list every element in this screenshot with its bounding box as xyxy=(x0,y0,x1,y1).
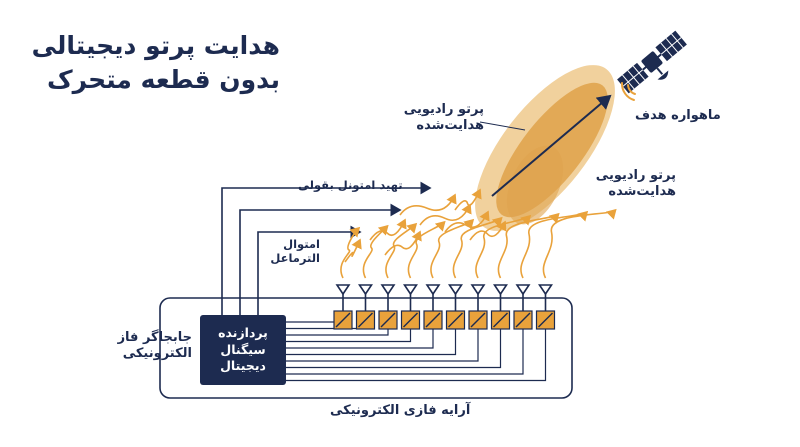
signal-paths xyxy=(221,181,432,315)
phased-array-label: آرایه فازی الکترونیکی xyxy=(330,403,471,418)
feed-line xyxy=(286,327,367,330)
constructive-interference-label: امتوال الترماعل xyxy=(268,237,320,266)
phase-shifter-element xyxy=(355,310,376,330)
phase-shifter-element xyxy=(535,310,556,330)
phase-shifter-element xyxy=(468,310,488,330)
feed-line xyxy=(286,329,389,336)
antenna-icon xyxy=(515,284,531,311)
wave-arrow xyxy=(469,220,507,241)
digital-signal-processor: پردازنده سیگنال دیجیتال xyxy=(200,315,286,385)
wave-arrow xyxy=(452,216,503,279)
wave-arrow xyxy=(419,203,472,226)
antenna-row xyxy=(335,284,553,311)
antenna-icon xyxy=(448,284,463,311)
wave-arrow xyxy=(384,230,422,256)
steered-beam-left-line-2: هدایت‌شده xyxy=(416,118,484,134)
signal-path-3 xyxy=(257,225,362,315)
satellite-icon xyxy=(617,30,687,94)
target-satellite-label: ماهواره هدف xyxy=(635,108,721,123)
signal-path-1 xyxy=(221,181,432,315)
antenna-icon xyxy=(425,284,441,311)
constructive-line-1: امتوال xyxy=(283,237,320,251)
feed-line xyxy=(286,329,457,356)
phase-shifter-element xyxy=(423,310,443,330)
steered-beam-label-left: پرتو رادیویی هدایت‌شده xyxy=(403,102,484,135)
feed-line xyxy=(286,329,412,343)
feed-line xyxy=(286,329,502,369)
feed-line xyxy=(286,329,547,382)
beam-direction-arrow xyxy=(491,94,612,197)
antenna-icon xyxy=(470,284,486,311)
constructive-line-2: الترماعل xyxy=(270,251,320,266)
phase-shifter-label: جابجاگر فاز الکترونیکی xyxy=(88,330,192,363)
steered-beam-right-line-1: پرتو رادیویی xyxy=(595,168,676,183)
wave-arrow xyxy=(520,210,589,279)
antenna-icon xyxy=(358,284,373,311)
phase-shifter-row xyxy=(333,310,556,330)
processor-line-1: پردازنده xyxy=(218,324,268,340)
wave-arrow xyxy=(399,193,457,216)
phase-shifter-element xyxy=(513,310,533,330)
wave-arrow xyxy=(340,226,361,279)
destructive-interference-label: تهید امتونل بقولی xyxy=(298,178,403,192)
beam-label-leader xyxy=(479,121,526,131)
wave-arrow xyxy=(369,218,407,241)
processor-line-3: دیجیتال xyxy=(220,358,266,374)
phase-shifter-element xyxy=(400,310,421,330)
steered-beam-label-right: پرتو رادیویی هدایت‌شده xyxy=(595,168,676,201)
title-line-1: هدایت پرتو دیجیتالی xyxy=(31,31,280,60)
wave-arrow xyxy=(407,220,446,279)
wave-arrow xyxy=(444,210,490,233)
wave-arrow xyxy=(542,208,617,279)
signal-waves-icon xyxy=(620,82,636,101)
beam-lobe-side xyxy=(506,145,564,225)
wave-arrow xyxy=(385,222,418,279)
phase-shifter-line-1: جابجاگر فاز xyxy=(117,330,192,345)
antenna-icon xyxy=(403,284,418,311)
wave-arrow xyxy=(475,214,532,279)
phase-shifter-element xyxy=(445,310,466,330)
beam-lobes xyxy=(475,65,615,231)
processor-line-2: سیگنال xyxy=(220,341,266,357)
feed-lines xyxy=(286,321,547,382)
steered-beam-right-line-2: هدایت‌شده xyxy=(608,184,676,200)
wave-arrow xyxy=(497,212,560,279)
feed-line xyxy=(286,329,524,375)
wave-arrows xyxy=(340,188,617,279)
wave-arrow xyxy=(362,224,389,279)
feed-line xyxy=(286,329,434,349)
feed-line xyxy=(286,329,479,362)
steered-beam-left-line-1: پرتو رادیویی xyxy=(403,102,484,117)
antenna-icon xyxy=(380,284,396,311)
phase-shifter-element xyxy=(333,310,353,330)
wave-arrow xyxy=(430,218,475,279)
wave-arrow xyxy=(454,188,482,211)
wave-arrow xyxy=(344,238,362,263)
antenna-icon xyxy=(493,284,508,311)
phase-shifter-element xyxy=(378,310,398,330)
phase-shifter-element xyxy=(490,310,511,330)
title-line-2: بدون قطعه متحرک xyxy=(47,65,280,94)
phase-shifter-line-2: الکترونیکی xyxy=(122,346,192,362)
signal-path-2 xyxy=(239,203,402,315)
antenna-icon xyxy=(538,284,553,311)
antenna-icon xyxy=(335,284,351,311)
